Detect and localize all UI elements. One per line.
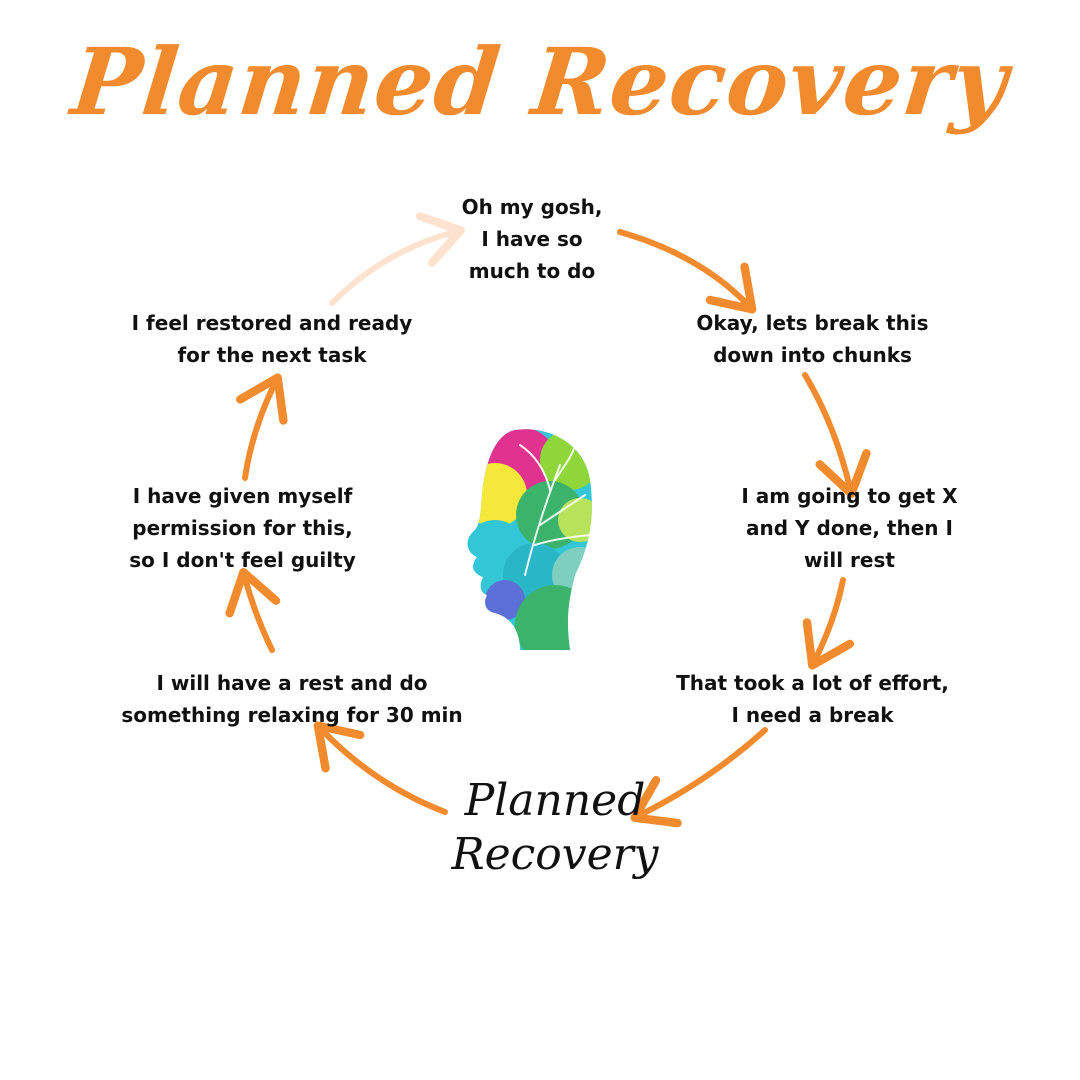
arrow-icon <box>329 212 466 306</box>
step-overwhelmed: Oh my gosh, I have so much to do <box>461 195 603 283</box>
step-break-into-chunks: Okay, lets break this down into chunks <box>696 311 929 367</box>
step-restored: I feel restored and ready for the next t… <box>131 311 413 367</box>
colorful-head-icon <box>467 429 592 650</box>
arrow-icon <box>802 577 855 670</box>
arrow-icon <box>802 372 871 499</box>
arrow-icon <box>313 721 448 815</box>
arrow-icon <box>236 373 288 481</box>
arrow-icon <box>225 568 281 653</box>
step-need-a-break: That took a lot of effort, I need a brea… <box>676 671 949 727</box>
arrow-icon <box>630 727 768 828</box>
step-permission: I have given myself permission for this,… <box>129 484 356 572</box>
step-rest-and-relax: I will have a rest and do something rela… <box>121 671 463 727</box>
arrow-icon <box>617 229 757 314</box>
cycle-label: Planned Recovery <box>451 775 659 880</box>
step-get-done-then-rest: I am going to get X and Y done, then I w… <box>741 484 958 572</box>
